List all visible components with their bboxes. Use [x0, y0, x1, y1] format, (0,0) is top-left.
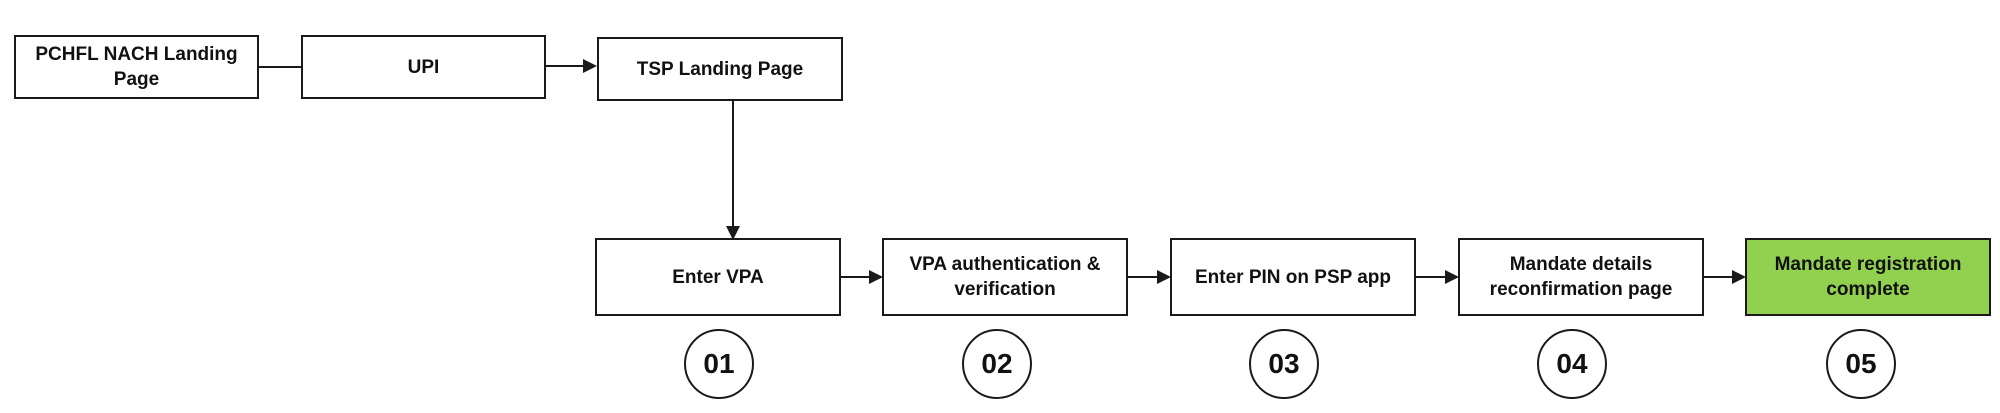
step-number-badge: 02: [962, 329, 1032, 399]
upi-label: UPI: [407, 56, 440, 78]
step-number-badge: 03: [1249, 329, 1319, 399]
step-number-badge: 04: [1537, 329, 1607, 399]
step-label: VPA authentication & verification: [909, 254, 1101, 300]
pchfl-landing-box: PCHFL NACH Landing Page: [14, 35, 259, 99]
step-enter-pin-box: Enter PIN on PSP app: [1170, 238, 1416, 316]
step-label: Mandate details reconfirmation page: [1489, 254, 1673, 300]
tsp-landing-box: TSP Landing Page: [597, 37, 843, 101]
step-registration-complete-box: Mandate registration complete: [1745, 238, 1991, 316]
step-number-badge: 05: [1826, 329, 1896, 399]
step-number-badge: 01: [684, 329, 754, 399]
step-enter-vpa-box: Enter VPA: [595, 238, 841, 316]
step-mandate-reconfirmation-box: Mandate details reconfirmation page: [1458, 238, 1704, 316]
upi-box: UPI: [301, 35, 546, 99]
step-vpa-authentication-box: VPA authentication & verification: [882, 238, 1128, 316]
step-label: Mandate registration complete: [1774, 254, 1962, 300]
tsp-landing-label: TSP Landing Page: [636, 58, 804, 80]
pchfl-landing-label: PCHFL NACH Landing Page: [35, 44, 238, 90]
step-label: Enter VPA: [672, 266, 764, 288]
step-label: Enter PIN on PSP app: [1194, 266, 1392, 288]
